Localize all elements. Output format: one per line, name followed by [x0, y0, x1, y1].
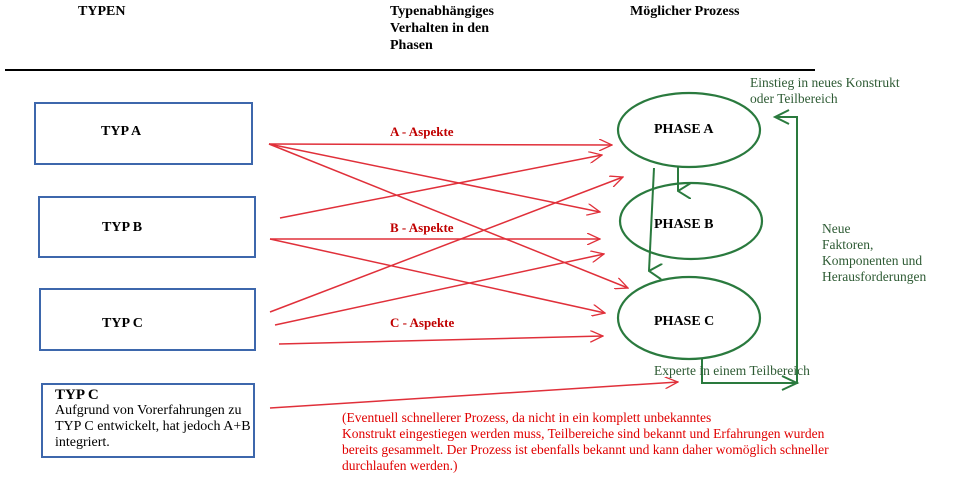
arrow-typc-phasec — [278, 336, 603, 345]
phase-label-a: PHASE A — [654, 122, 714, 137]
phase-c-ellipse — [616, 275, 762, 361]
special-type-description: Aufgrund von Vorerfahrungen zu TYP C ent… — [55, 403, 251, 450]
phase-a-ellipse — [616, 91, 762, 169]
type-box-b[interactable] — [38, 196, 256, 258]
header-types: TYPEN — [78, 4, 126, 19]
header-process: Möglicher Prozess — [630, 4, 740, 19]
type-box-c[interactable] — [39, 288, 256, 351]
aspect-label-c: C - Aspekte — [390, 315, 455, 330]
arrow-typc-phaseb — [274, 254, 604, 326]
annotation-entry: Einstieg in neues Konstrukt oder Teilber… — [750, 75, 900, 106]
aspect-label-a: A - Aspekte — [390, 124, 454, 139]
type-box-a[interactable] — [34, 102, 253, 165]
arrow-typa-phasec — [268, 143, 628, 288]
type-label-a: TYP A — [101, 124, 142, 139]
type-label-c: TYP C — [102, 316, 143, 331]
loop-arrowhead-top — [772, 109, 790, 125]
phase-label-c: PHASE C — [654, 314, 715, 329]
arrow-phasea-phasec — [649, 167, 654, 271]
faster-process-note: (Eventuell schnellerer Prozess, da nicht… — [342, 410, 829, 473]
type-box-c-special[interactable]: TYP C Aufgrund von Vorerfahrungen zu TYP… — [41, 383, 255, 458]
special-type-title: TYP C — [55, 387, 99, 403]
header-behavior: Typenabhängiges Verhalten in den Phasen — [390, 4, 494, 53]
loop-arrowhead-bottom — [781, 375, 800, 391]
arrow-special-typc-phasec — [269, 382, 678, 409]
annotation-expert: Experte in einem Teilbereich — [654, 363, 810, 378]
header-divider — [5, 69, 815, 71]
arrow-typa-phasea — [268, 144, 612, 145]
arrow-typc-phasea — [269, 177, 623, 313]
arrow-typa-phaseb — [268, 143, 600, 212]
phase-b-ellipse — [618, 181, 764, 261]
phase-label-b: PHASE B — [654, 217, 714, 232]
type-label-b: TYP B — [102, 220, 143, 235]
loop-expert-to-entry — [701, 116, 798, 384]
aspect-label-b: B - Aspekte — [390, 220, 454, 235]
arrow-typb-phasec — [269, 238, 605, 313]
arrow-typb-phasea — [279, 155, 602, 219]
annotation-new-factors: Neue Faktoren, Komponenten und Herausfor… — [822, 221, 927, 284]
